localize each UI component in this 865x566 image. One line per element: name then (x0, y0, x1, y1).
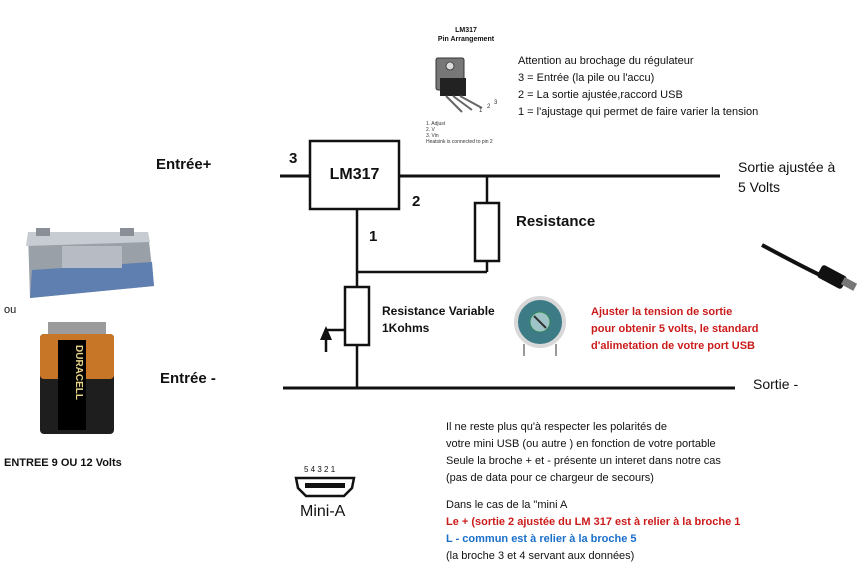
connector-name-label: Mini-A (300, 503, 346, 520)
lm317-label: LM317 (329, 166, 380, 183)
variable-resistance-symbol (343, 285, 371, 347)
adjust-note-line2: pour obtenir 5 volts, le standard (591, 323, 759, 335)
adjust-note-line1: Ajuster la tension de sortie (591, 306, 733, 318)
output-adjusted-label: Sortie ajustée à 5 Volts (738, 157, 835, 197)
adjust-voltage-note: Ajuster la tension de sortie pour obteni… (591, 304, 758, 355)
adjust-note-line3: d'alimetation de votre port USB (591, 340, 755, 352)
resistance-label: Resistance (516, 213, 596, 230)
pin-legend-4: Heatsink is connected to pin 2 (426, 139, 493, 145)
instructions-line2: votre mini USB (ou autre ) en fonction d… (446, 438, 716, 450)
pin3-label: 3 (289, 150, 298, 167)
pin-legend-2: 2. V (426, 127, 435, 133)
instructions-line6: Le + (sortie 2 ajustée du LM 317 est à r… (446, 516, 741, 528)
notes-pin2: 2 = La sortie ajustée,raccord USB (518, 89, 683, 101)
or-label: ou (4, 304, 17, 316)
pkg-pin-1: 1 (479, 108, 483, 114)
notes-pin3: 3 = Entrée (la pile ou l'accu) (518, 72, 655, 84)
variable-resistance-line1: Resistance Variable (382, 304, 495, 318)
pin-legend: 1. Adjust 2. V 3. Vin Heatsink is connec… (426, 121, 493, 145)
usb-cable-image (761, 243, 858, 291)
pkg-pin-2: 2 (487, 104, 491, 110)
mini-a-connector-icon: 5 4 3 2 1 (294, 465, 356, 498)
instructions-line1: Il ne reste plus qu'à respecter les pola… (446, 421, 667, 433)
usb-instructions: Il ne reste plus qu'à respecter les pola… (446, 419, 740, 565)
lm317-package-illustration: 1 2 3 (420, 25, 512, 153)
battery-input-label: ENTREE 9 OU 12 Volts (4, 457, 122, 469)
pin-legend-3: 3. Vin (426, 133, 439, 139)
pin-title: LM317 (455, 27, 477, 34)
pin-subtitle: Pin Arrangement (437, 36, 495, 43)
variable-resistance-line2: 1Kohms (382, 321, 430, 335)
notes-title: Attention au brochage du régulateur (518, 55, 694, 67)
input-plus-label: Entrée+ (156, 156, 212, 173)
resistance-symbol (473, 201, 501, 263)
battery-brand-label: DURACELL (73, 345, 84, 400)
output-adjusted-line2: 5 Volts (738, 179, 781, 195)
pin-legend-1: 1. Adjust (426, 121, 446, 127)
connector-pin-numbers: 5 4 3 2 1 (304, 465, 336, 474)
input-minus-label: Entrée - (160, 370, 216, 387)
pkg-pin-3: 3 (494, 100, 498, 106)
trimmer-potentiometer-image (514, 296, 566, 356)
notes-pin1: 1 = l'ajustage qui permet de faire varie… (518, 106, 759, 118)
output-minus-label: Sortie - (753, 376, 799, 392)
instructions-line4: (pas de data pour ce chargeur de secours… (446, 472, 654, 484)
output-adjusted-line1: Sortie ajustée à (738, 159, 836, 175)
pin-arrangement-title: LM317 Pin Arrangement (420, 26, 512, 44)
pin1-label: 1 (369, 228, 378, 245)
instructions-line8: (la broche 3 et 4 servant aux données) (446, 550, 635, 562)
nine-volt-battery-image: DURACELL (40, 322, 114, 434)
instructions-line7: L - commun est à relier à la broche 5 (446, 533, 637, 545)
instructions-line3: Seule la broche + et - présente un inter… (446, 455, 721, 467)
lead-acid-battery-image (26, 228, 154, 298)
instructions-line5: Dans le cas de la "mini A (446, 499, 568, 511)
pinout-notes: Attention au brochage du régulateur 3 = … (518, 53, 758, 121)
variable-resistance-label: Resistance Variable 1Kohms (382, 303, 495, 337)
pin2-label: 2 (412, 193, 421, 210)
